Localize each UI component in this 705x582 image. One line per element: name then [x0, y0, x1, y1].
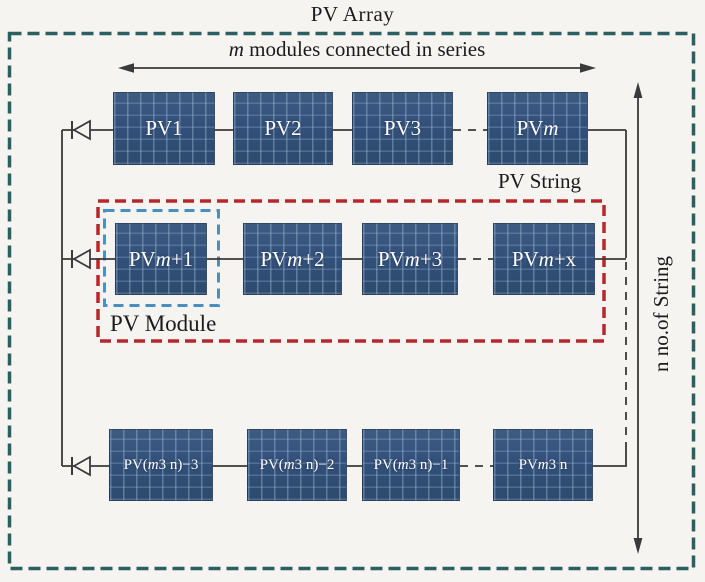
pv-module-2: PV2 [233, 92, 333, 165]
diagram-title: PV Array [310, 2, 395, 26]
string-count-label: n no.of String [649, 255, 673, 373]
pv-module-3: PV3 [352, 92, 453, 165]
string-count-arrow [633, 82, 643, 554]
pv-module-label: PV Module [110, 311, 217, 336]
pv-array-boundary [7, 31, 696, 571]
series-arrow-label: m modules connected in series [228, 37, 486, 61]
wire-right-bus [593, 450, 627, 467]
series-extent-arrow [118, 63, 596, 73]
pv-module-1: PV1 [113, 92, 215, 165]
pv-string-label: PV String [498, 169, 582, 193]
string-diodes [71, 119, 91, 477]
diode-string-2 [71, 248, 91, 270]
diode-string-n [71, 455, 91, 477]
pv-module-box [103, 209, 220, 307]
diode-string-1 [71, 119, 91, 141]
